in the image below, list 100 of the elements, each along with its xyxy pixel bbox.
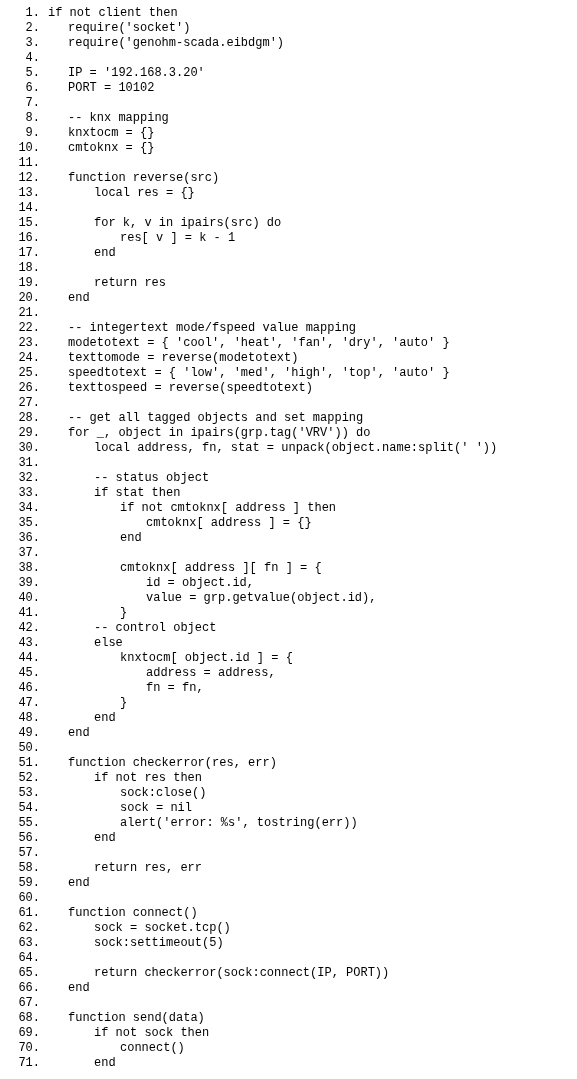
line-number: 49. — [18, 726, 40, 741]
code-line: function checkerror(res, err) — [68, 756, 277, 771]
code-line: function connect() — [68, 906, 198, 921]
line-number: 53. — [18, 786, 40, 801]
line-number: 22. — [18, 321, 40, 336]
code-line: sock:settimeout(5) — [94, 936, 224, 951]
code-line: end — [68, 291, 90, 306]
code-line: IP = '192.168.3.20' — [68, 66, 205, 81]
line-number: 42. — [18, 621, 40, 636]
line-number: 14. — [18, 201, 40, 216]
line-number: 46. — [18, 681, 40, 696]
code-line: texttospeed = reverse(speedtotext) — [68, 381, 313, 396]
code-line: local res = {} — [94, 186, 195, 201]
line-number: 56. — [18, 831, 40, 846]
line-number: 21. — [18, 306, 40, 321]
code-line: modetotext = { 'cool', 'heat', 'fan', 'dry', 'auto' } — [68, 336, 450, 351]
line-number: 9. — [25, 126, 40, 141]
line-number: 58. — [18, 861, 40, 876]
line-number: 43. — [18, 636, 40, 651]
line-number: 50. — [18, 741, 40, 756]
line-number: 17. — [18, 246, 40, 261]
line-number: 7. — [25, 96, 40, 111]
line-number: 11. — [18, 156, 40, 171]
code-line: for _, object in ipairs(grp.tag('VRV')) do — [68, 426, 371, 441]
code-line: -- get all tagged objects and set mapping — [68, 411, 364, 426]
code-line: end — [94, 831, 116, 846]
code-line: } — [120, 696, 128, 711]
line-number: 34. — [18, 501, 40, 516]
line-number: 23. — [18, 336, 40, 351]
line-number: 2. — [25, 21, 40, 36]
code-line: knxtocm[ object.id ] = { — [120, 651, 293, 666]
line-number: 31. — [18, 456, 40, 471]
line-number: 38. — [18, 561, 40, 576]
code-line: sock = nil — [120, 801, 192, 816]
line-number: 57. — [18, 846, 40, 861]
code-line: else — [94, 636, 123, 651]
code-line: res[ v ] = k - 1 — [120, 231, 236, 246]
code-line: return res, err — [94, 861, 203, 876]
line-number: 16. — [18, 231, 40, 246]
line-number: 40. — [18, 591, 40, 606]
code-line: knxtocm = {} — [68, 126, 155, 141]
line-number: 33. — [18, 486, 40, 501]
line-number: 54. — [18, 801, 40, 816]
code-line: function send(data) — [68, 1011, 205, 1026]
line-number: 59. — [18, 876, 40, 891]
line-number: 1. — [25, 6, 40, 21]
line-number: 25. — [18, 366, 40, 381]
code-line: -- status object — [94, 471, 210, 486]
code-line: local address, fn, stat = unpack(object.name:split(' ')) — [94, 441, 498, 456]
line-number: 10. — [18, 141, 40, 156]
code-line: if not sock then — [94, 1026, 210, 1041]
code-line: end — [68, 726, 90, 741]
line-number: 36. — [18, 531, 40, 546]
line-number: 32. — [18, 471, 40, 486]
line-number: 27. — [18, 396, 40, 411]
code-line: PORT = 10102 — [68, 81, 155, 96]
code-line: end — [120, 531, 142, 546]
code-line: function reverse(src) — [68, 171, 220, 186]
line-number: 6. — [25, 81, 40, 96]
code-line: if not client then — [48, 6, 178, 21]
line-number: 20. — [18, 291, 40, 306]
code-line: sock = socket.tcp() — [94, 921, 231, 936]
line-number: 18. — [18, 261, 40, 276]
line-number: 66. — [18, 981, 40, 996]
code-line: address = address, — [146, 666, 276, 681]
line-number: 64. — [18, 951, 40, 966]
line-number: 26. — [18, 381, 40, 396]
line-number: 71. — [18, 1056, 40, 1071]
line-number: 19. — [18, 276, 40, 291]
code-line: -- integertext mode/fspeed value mapping — [68, 321, 357, 336]
code-line: id = object.id, — [146, 576, 255, 591]
code-line: cmtoknx[ address ] = {} — [146, 516, 312, 531]
code-line: texttomode = reverse(modetotext) — [68, 351, 299, 366]
code-line: alert('error: %s', tostring(err)) — [120, 816, 358, 831]
line-number: 30. — [18, 441, 40, 456]
line-number: 44. — [18, 651, 40, 666]
code-line: if not res then — [94, 771, 203, 786]
line-number: 29. — [18, 426, 40, 441]
code-line: end — [94, 711, 116, 726]
line-number: 45. — [18, 666, 40, 681]
code-line: end — [94, 246, 116, 261]
line-number: 35. — [18, 516, 40, 531]
code-line: if stat then — [94, 486, 181, 501]
line-number: 39. — [18, 576, 40, 591]
line-number: 61. — [18, 906, 40, 921]
line-number: 3. — [25, 36, 40, 51]
line-number: 63. — [18, 936, 40, 951]
line-number: 62. — [18, 921, 40, 936]
line-number: 60. — [18, 891, 40, 906]
line-number: 68. — [18, 1011, 40, 1026]
line-number: 48. — [18, 711, 40, 726]
line-number: 55. — [18, 816, 40, 831]
line-number: 52. — [18, 771, 40, 786]
line-number: 8. — [25, 111, 40, 126]
code-line: require('socket') — [68, 21, 191, 36]
line-number: 15. — [18, 216, 40, 231]
line-number: 24. — [18, 351, 40, 366]
code-line: speedtotext = { 'low', 'med', 'high', 'top', 'auto' } — [68, 366, 450, 381]
line-number: 69. — [18, 1026, 40, 1041]
code-line: connect() — [120, 1041, 185, 1056]
